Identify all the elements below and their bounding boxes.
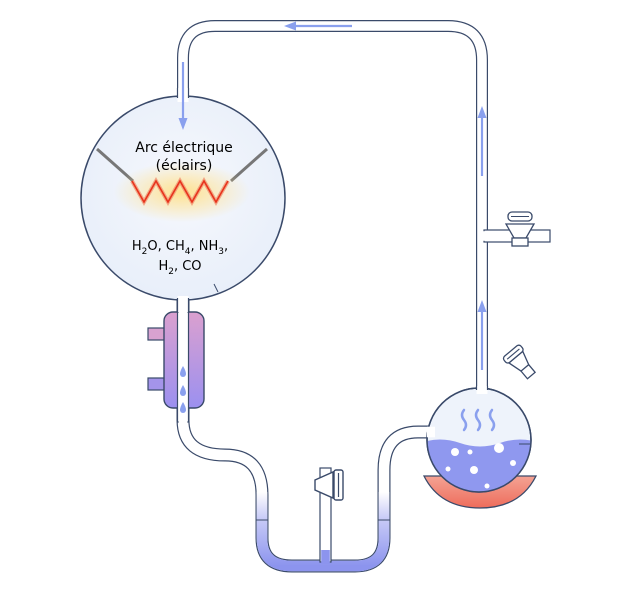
formula-text: , <box>224 239 228 254</box>
gas-mixture-line2: H2, CO <box>158 259 201 277</box>
arrow-down-icon <box>178 62 188 130</box>
side-valve[interactable] <box>504 211 536 247</box>
spark-icon <box>131 179 229 204</box>
formula-text: , NH <box>190 239 218 254</box>
formula-subscript: 3 <box>218 247 224 257</box>
arc-label-line2: (éclairs) <box>156 158 213 174</box>
flow-arrows <box>178 21 487 370</box>
droplet-icon <box>180 385 186 396</box>
boiling-flask <box>422 344 539 509</box>
steam-icon <box>488 408 496 432</box>
arrow-up-icon <box>477 106 487 176</box>
condenser <box>147 305 205 425</box>
formula-text: O, CH <box>147 239 184 254</box>
formula-subscript: 2 <box>142 247 148 257</box>
droplet-icon <box>180 402 186 413</box>
u-trap-tube <box>176 290 432 573</box>
formula-subscript: 4 <box>185 247 191 257</box>
steam-icon <box>474 408 482 432</box>
steam-icon <box>460 408 468 432</box>
arc-label-line1: Arc électrique <box>135 140 233 156</box>
formula-text: H <box>158 259 168 274</box>
arrow-up-icon <box>477 300 487 370</box>
reaction-sphere: Arc électrique (éclairs) H2O, CH4, NH3, … <box>80 88 286 312</box>
arrow-left-icon <box>284 21 352 31</box>
gas-mixture-line1: H2O, CH4, NH3, <box>132 239 228 257</box>
formula-subscript: 2 <box>168 267 174 277</box>
flask-stopcock[interactable] <box>502 344 539 383</box>
formula-text: , CO <box>174 259 202 274</box>
droplet-icon <box>180 366 186 377</box>
formula-text: H <box>132 239 142 254</box>
